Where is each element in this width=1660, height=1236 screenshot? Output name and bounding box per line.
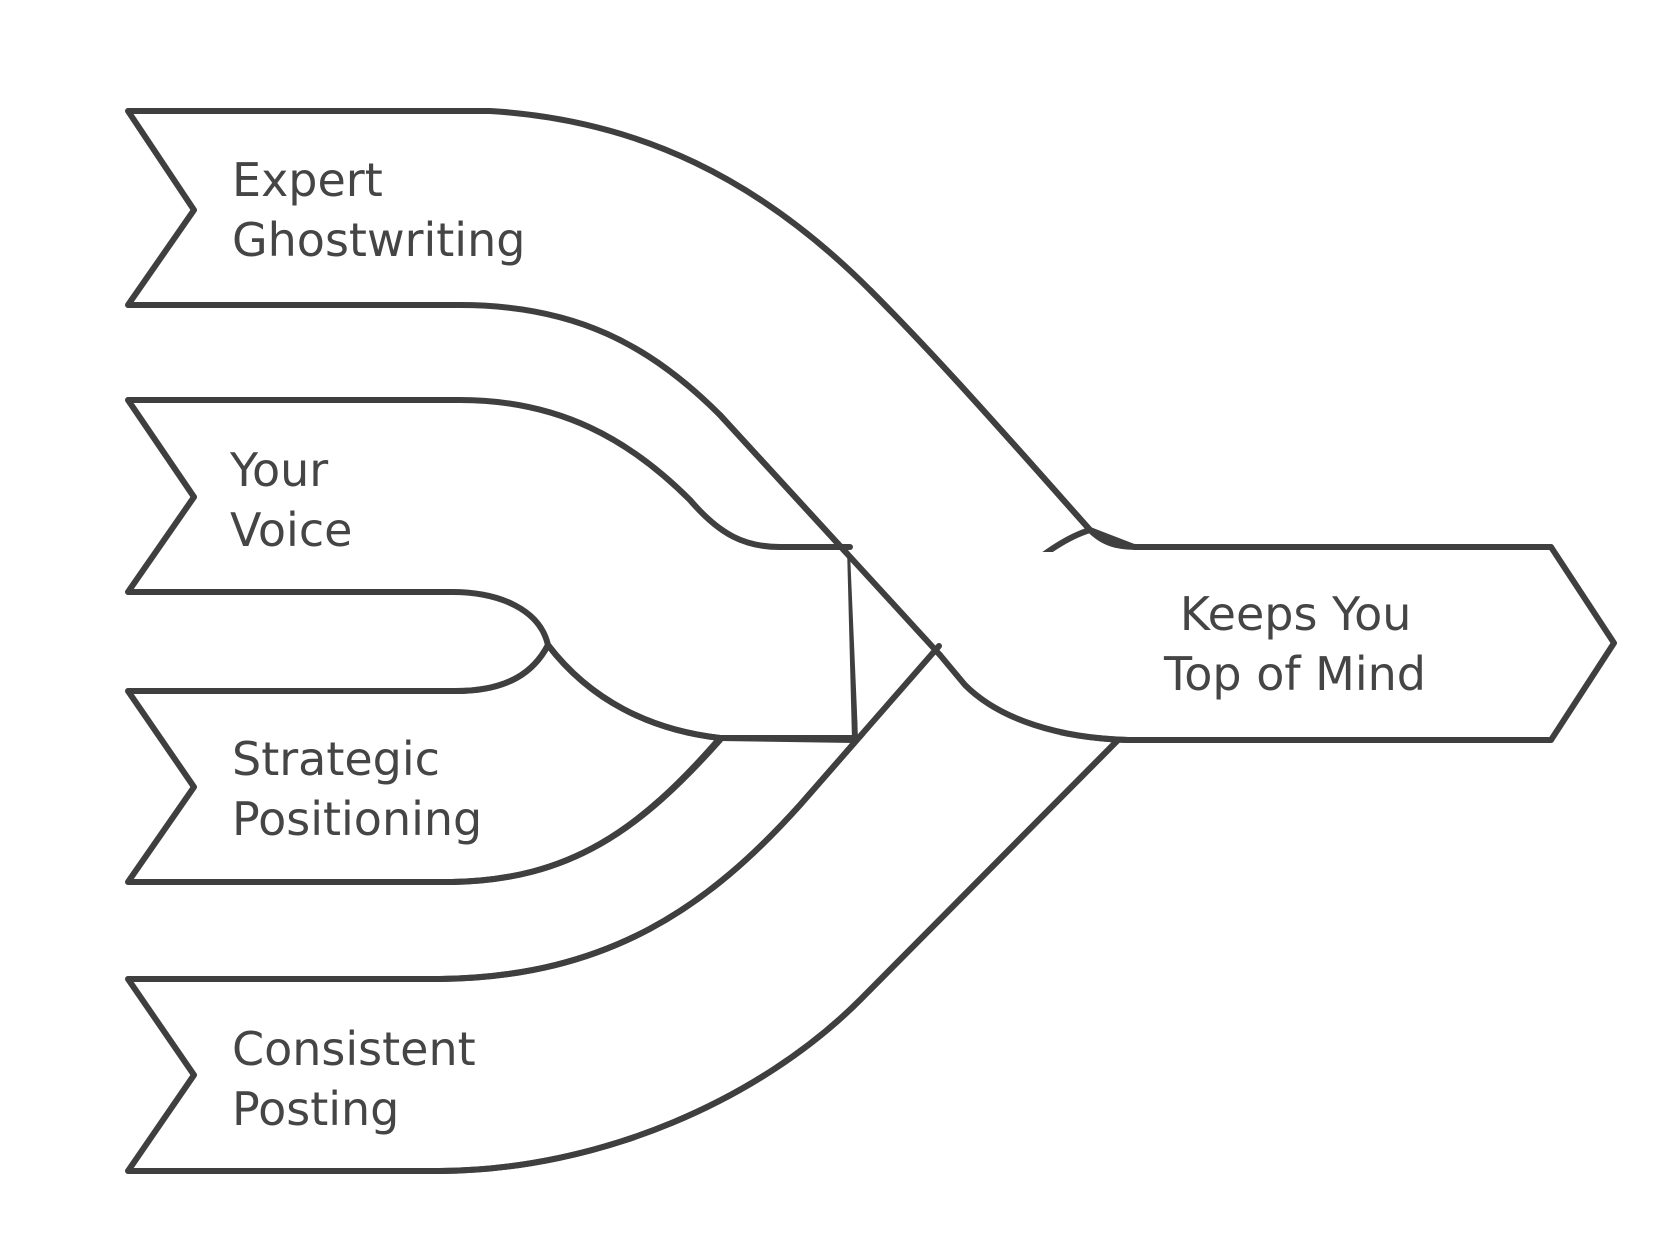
- label-keeps-you-top-of-mind: Keeps You Top of Mind: [1163, 587, 1426, 701]
- label-expert-ghostwriting-line2: Ghostwriting: [232, 213, 525, 267]
- bottom-output-edge: [937, 652, 1554, 743]
- voice-channel-bottom-edge: [545, 642, 858, 741]
- label-expert-ghostwriting-line1: Expert: [232, 153, 383, 207]
- strategic-channel-top-edge: [449, 642, 551, 695]
- label-strategic-positioning-line2: Positioning: [232, 792, 482, 846]
- upper-crossing-edge: [717, 412, 943, 658]
- lower-crossing-edge: [437, 643, 942, 982]
- label-keeps-you-top-of-mind-line1: Keeps You: [1180, 587, 1412, 641]
- label-your-voice: Your Voice: [229, 443, 352, 557]
- label-consistent-posting-line2: Posting: [232, 1082, 399, 1136]
- label-consistent-posting: Consistent Posting: [232, 1022, 490, 1136]
- label-your-voice-line2: Voice: [230, 503, 352, 557]
- label-consistent-posting-line1: Consistent: [232, 1022, 476, 1076]
- label-expert-ghostwriting: Expert Ghostwriting: [232, 153, 525, 267]
- strategic-channel-bottom-edge: [449, 737, 723, 885]
- consistent-channel-bottom-edge: [437, 737, 1121, 1174]
- label-strategic-positioning-line1: Strategic: [232, 732, 440, 786]
- label-strategic-positioning: Strategic Positioning: [232, 732, 482, 846]
- label-keeps-you-top-of-mind-line2: Top of Mind: [1163, 647, 1426, 701]
- top-channel-edge: [867, 287, 1554, 550]
- label-your-voice-line1: Your: [229, 443, 328, 497]
- merge-fill: [850, 552, 1136, 735]
